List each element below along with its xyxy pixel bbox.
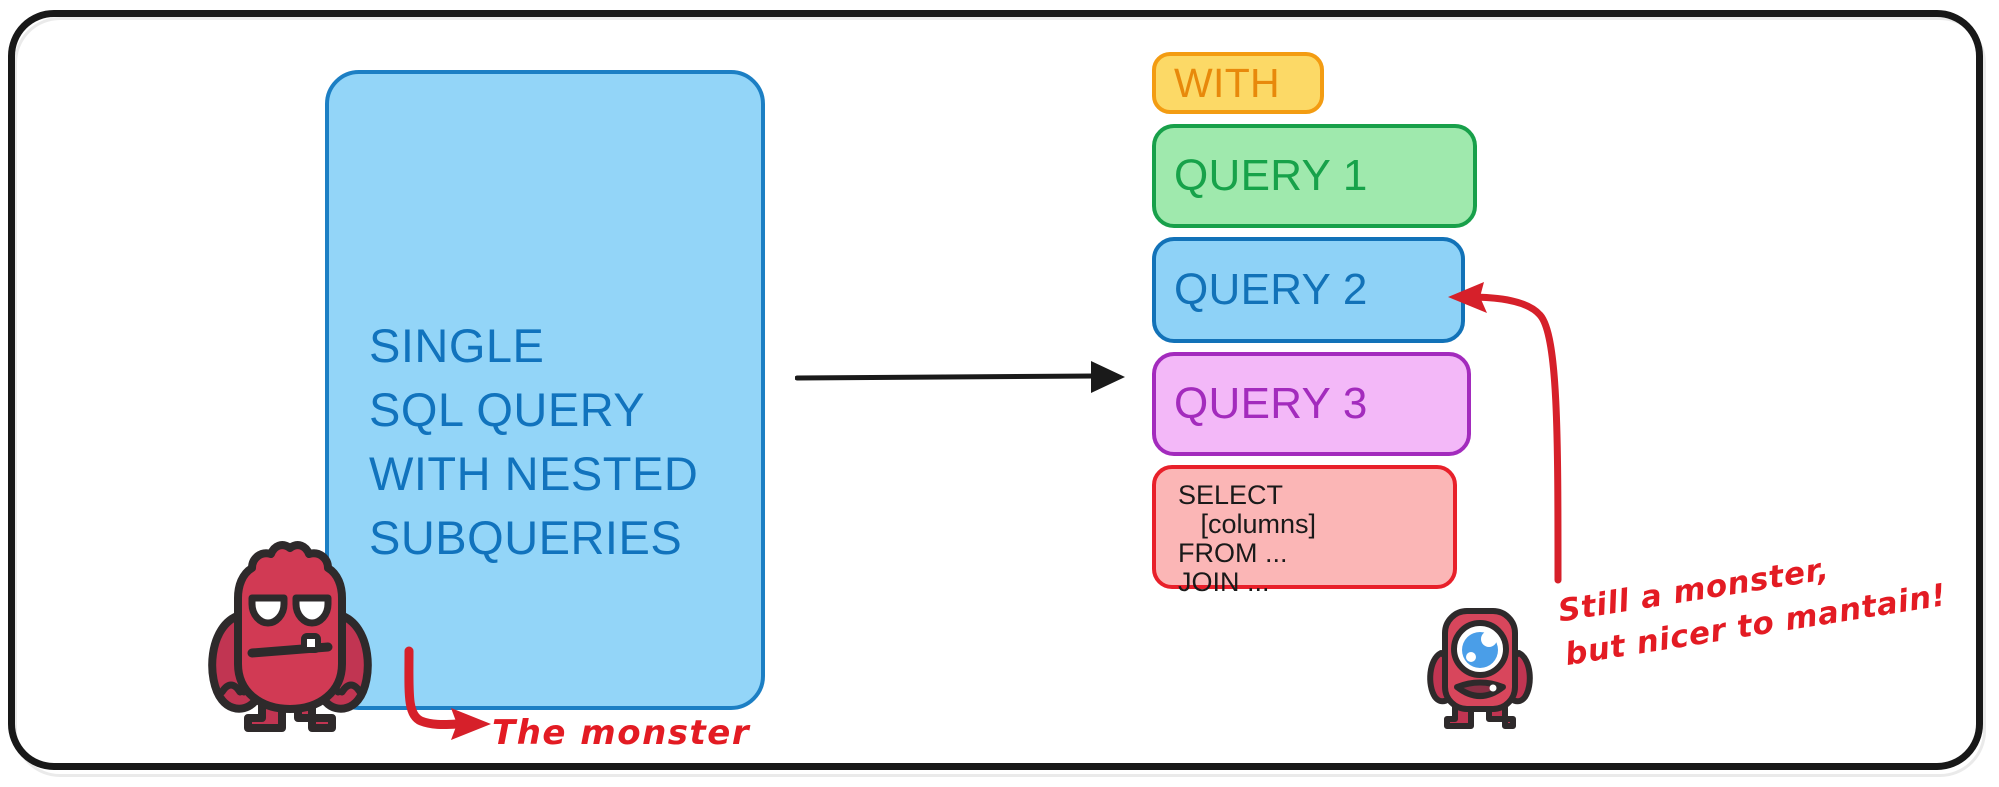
select-statement-code: SELECT [columns] FROM ... JOIN ... [1178,480,1317,597]
single-sql-query-label: SINGLE SQL QUERY WITH NESTED SUBQUERIES [369,319,699,564]
query-1-label: QUERY 1 [1174,151,1368,200]
query-3-box[interactable]: QUERY 3 [1152,352,1471,456]
query-1-box[interactable]: QUERY 1 [1152,124,1477,228]
single-sql-query-box[interactable]: SINGLE SQL QUERY WITH NESTED SUBQUERIES [325,70,765,710]
refactored-query-stack: WITH QUERY 1 QUERY 2 QUERY 3 SELECT [col… [1152,52,1477,597]
query-2-label: QUERY 2 [1174,265,1368,314]
query-2-box[interactable]: QUERY 2 [1152,237,1465,343]
query-3-label: QUERY 3 [1174,379,1368,428]
annotation-the-monster: The monster [492,713,751,753]
with-clause-label: WITH [1174,59,1280,106]
annotation-arrow-left-icon [395,645,515,755]
annotation-arrow-right-icon [1440,255,1690,585]
transformation-arrow-icon [794,348,1125,408]
cyclops-monster-icon [1425,605,1535,730]
grumpy-monster-icon [200,540,380,735]
with-clause-box[interactable]: WITH [1152,52,1324,114]
select-statement-box[interactable]: SELECT [columns] FROM ... JOIN ... [1152,465,1457,597]
